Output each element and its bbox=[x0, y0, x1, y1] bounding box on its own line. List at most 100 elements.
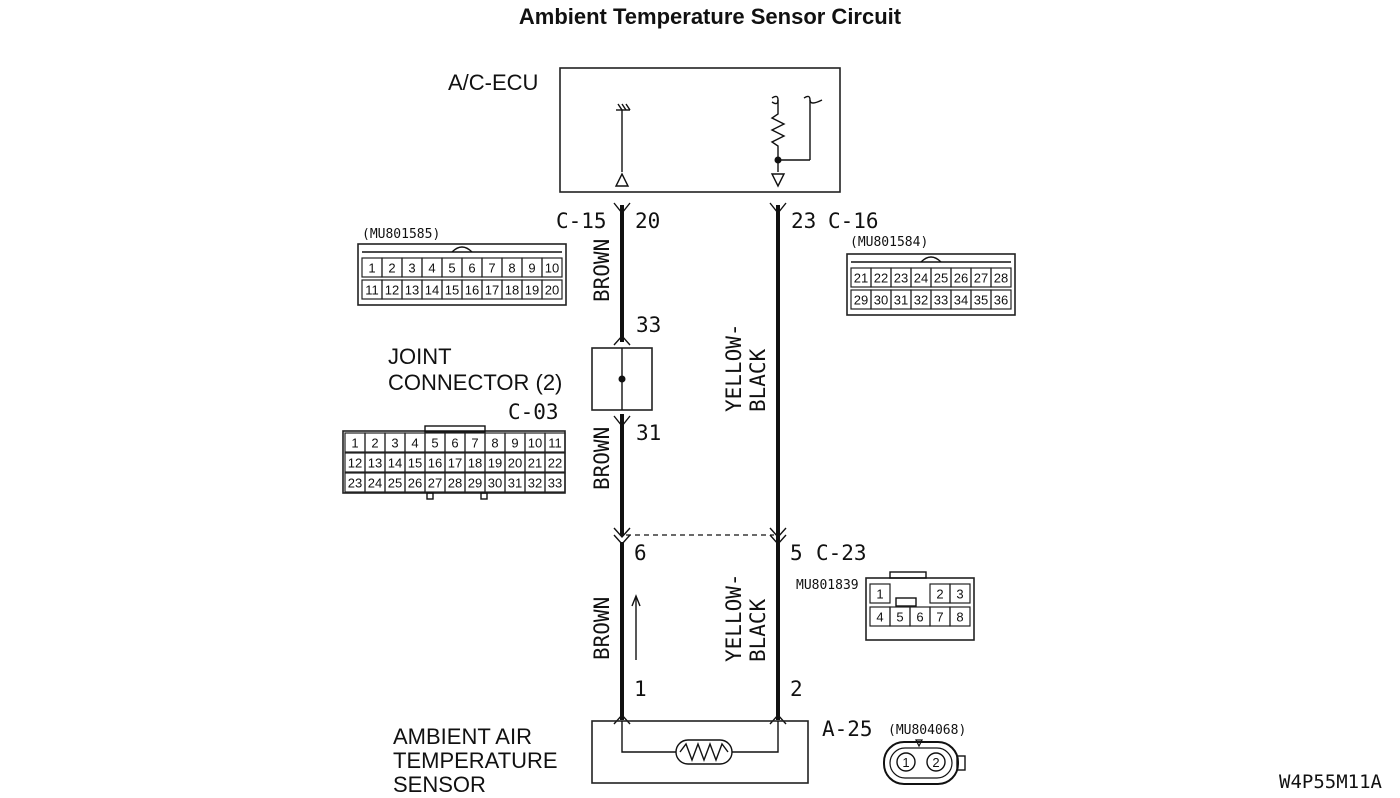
pin-number: 2 bbox=[388, 261, 395, 276]
pin-number: 18 bbox=[505, 283, 519, 298]
pin-number: 28 bbox=[994, 271, 1008, 286]
ecu-terminal-20-icon bbox=[614, 172, 630, 187]
pin-number: 8 bbox=[956, 610, 963, 625]
pin-number: 21 bbox=[528, 456, 542, 471]
pin-number: 11 bbox=[365, 283, 379, 298]
pin-number: 28 bbox=[448, 476, 462, 491]
joint-connector-label-1: JOINT bbox=[388, 344, 452, 369]
pin-number: 3 bbox=[391, 436, 398, 451]
pin-sensor-right: 2 bbox=[790, 677, 803, 701]
pin-number: 23 bbox=[894, 271, 908, 286]
pin-cell bbox=[949, 606, 971, 627]
pin-number: 4 bbox=[428, 261, 435, 276]
pin-number: 17 bbox=[485, 283, 499, 298]
pin-cell bbox=[990, 289, 1012, 310]
pin-number: 16 bbox=[465, 283, 479, 298]
pin-number: 36 bbox=[994, 293, 1008, 308]
diagram-title: Ambient Temperature Sensor Circuit bbox=[519, 4, 902, 29]
pin-number: 6 bbox=[451, 436, 458, 451]
pin-number: 5 bbox=[431, 436, 438, 451]
wire-color-yellow-black-lower-2: BLACK bbox=[746, 598, 770, 662]
pin-cell bbox=[541, 279, 563, 300]
pin-number: 4 bbox=[876, 610, 883, 625]
wire-color-brown-upper: BROWN bbox=[590, 239, 614, 302]
pin-number: 5 bbox=[896, 610, 903, 625]
ac-ecu: A/C-ECU bbox=[448, 67, 841, 193]
pin-number: 7 bbox=[936, 610, 943, 625]
pin-number: 13 bbox=[405, 283, 419, 298]
pin-number: 7 bbox=[488, 261, 495, 276]
pin-number: 8 bbox=[508, 261, 515, 276]
joint-connector: JOINT CONNECTOR (2) bbox=[388, 344, 653, 411]
pin-number: 16 bbox=[428, 456, 442, 471]
sensor-label-1: AMBIENT AIR bbox=[393, 724, 532, 749]
pin-number: 2 bbox=[371, 436, 378, 451]
pin-number: 31 bbox=[508, 476, 522, 491]
pin-number: 13 bbox=[368, 456, 382, 471]
pin-sensor-left: 1 bbox=[634, 677, 647, 701]
pin-cell bbox=[949, 583, 971, 604]
pin-number: 26 bbox=[408, 476, 422, 491]
a25-pin-1: 1 bbox=[902, 755, 909, 770]
pin-number: 11 bbox=[548, 436, 562, 451]
pin-number: 1 bbox=[368, 261, 375, 276]
pin-number: 14 bbox=[388, 456, 402, 471]
connector-c15-part: (MU801585) bbox=[362, 227, 440, 242]
pin-number: 22 bbox=[548, 456, 562, 471]
pin-number: 18 bbox=[468, 456, 482, 471]
pin-number: 3 bbox=[408, 261, 415, 276]
pin-joint-bottom: 31 bbox=[636, 421, 661, 445]
pin-number: 33 bbox=[934, 293, 948, 308]
joint-connector-label-2: CONNECTOR (2) bbox=[388, 370, 562, 395]
wire-color-brown-lower: BROWN bbox=[590, 597, 614, 660]
sensor-label-3: SENSOR bbox=[393, 772, 486, 797]
pin-number: 32 bbox=[528, 476, 542, 491]
pin-cell bbox=[544, 432, 566, 453]
pin-number: 3 bbox=[956, 587, 963, 602]
pin-cell bbox=[869, 583, 891, 604]
pin-number: 12 bbox=[348, 456, 362, 471]
wire-left-brown bbox=[613, 202, 631, 725]
pin-cell bbox=[544, 452, 566, 473]
pin-c23-left: 6 bbox=[634, 541, 647, 565]
pin-number: 12 bbox=[385, 283, 399, 298]
pin-number: 9 bbox=[511, 436, 518, 451]
pin-number: 27 bbox=[974, 271, 988, 286]
pin-number: 32 bbox=[914, 293, 928, 308]
pin-number: 23 bbox=[348, 476, 362, 491]
wire-color-yellow-black-upper-2: BLACK bbox=[746, 348, 770, 412]
pin-number: 14 bbox=[425, 283, 439, 298]
connector-c23-label: C-23 bbox=[816, 541, 867, 565]
connector-c15-label: C-15 bbox=[556, 209, 607, 233]
wire-color-brown-middle: BROWN bbox=[590, 427, 614, 490]
pin-number: 30 bbox=[488, 476, 502, 491]
pin-number: 20 bbox=[508, 456, 522, 471]
pin-number: 5 bbox=[448, 261, 455, 276]
connector-c16-part: (MU801584) bbox=[850, 235, 928, 250]
pin-number: 35 bbox=[974, 293, 988, 308]
pin-number: 25 bbox=[388, 476, 402, 491]
pin-number: 27 bbox=[428, 476, 442, 491]
pin-ecu-left: 20 bbox=[635, 209, 660, 233]
pin-cell bbox=[990, 267, 1012, 288]
ecu-terminal-23-icon bbox=[770, 173, 786, 188]
connector-a25-face: (MU804068) 1 2 bbox=[883, 723, 966, 785]
pin-cell bbox=[541, 257, 563, 278]
pin-number: 30 bbox=[874, 293, 888, 308]
pin-number: 10 bbox=[528, 436, 542, 451]
pin-number: 31 bbox=[894, 293, 908, 308]
pin-number: 19 bbox=[525, 283, 539, 298]
pin-number: 4 bbox=[411, 436, 418, 451]
wire-color-yellow-black-upper-1: YELLOW- bbox=[722, 323, 746, 412]
ambient-air-temperature-sensor: AMBIENT AIR TEMPERATURE SENSOR bbox=[393, 720, 809, 797]
pin-number: 21 bbox=[854, 271, 868, 286]
pin-number: 26 bbox=[954, 271, 968, 286]
connector-a25-part: (MU804068) bbox=[888, 723, 966, 738]
pin-number: 29 bbox=[468, 476, 482, 491]
pin-number: 6 bbox=[916, 610, 923, 625]
a25-pin-2: 2 bbox=[932, 755, 939, 770]
